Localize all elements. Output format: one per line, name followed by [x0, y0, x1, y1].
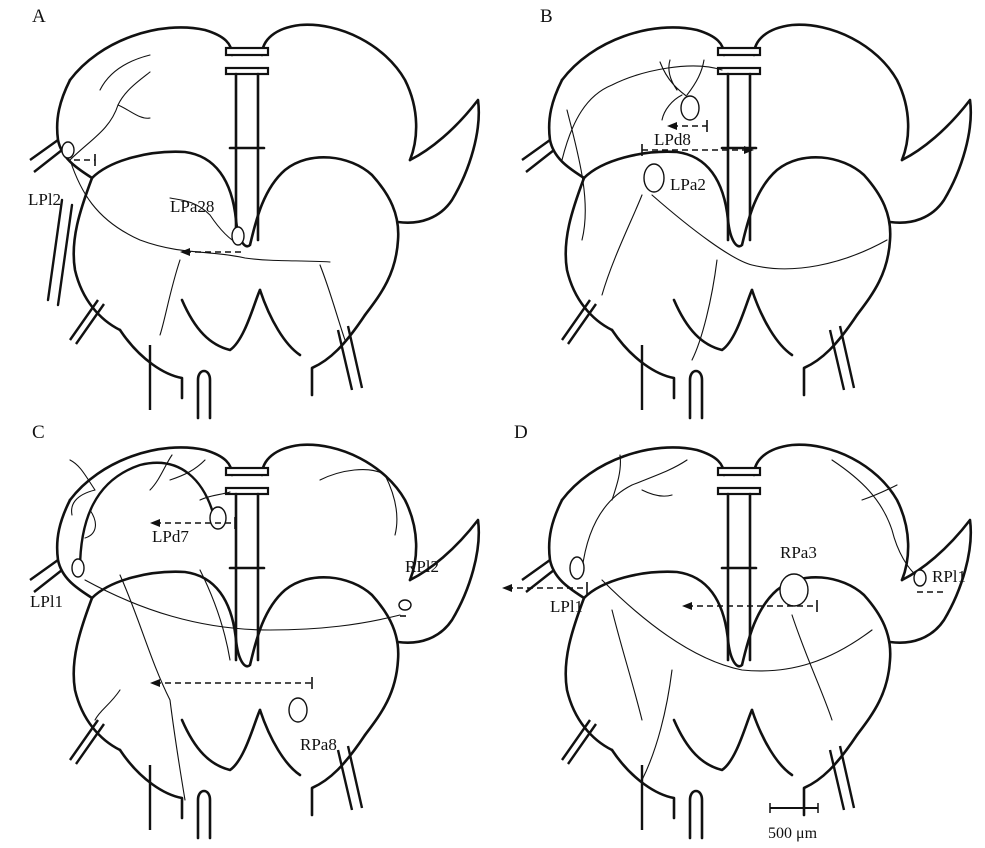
- scale-bar: 500 μm: [768, 803, 818, 842]
- label-lpd8: LPd8: [654, 130, 691, 149]
- label-lpa28: LPa28: [170, 197, 214, 216]
- panel-letter-c: C: [32, 422, 45, 443]
- label-rpa3: RPa3: [780, 543, 817, 562]
- panel-letter-d: D: [514, 422, 528, 443]
- panel-d: D LPl1 RPa3 RPl1: [502, 422, 971, 838]
- label-lpa2: LPa2: [670, 175, 706, 194]
- label-rpa8: RPa8: [300, 735, 337, 754]
- label-lpl2: LPl2: [28, 190, 61, 209]
- label-lpl1-c: LPl1: [30, 592, 63, 611]
- panel-c: C LPl1 LPd7 RPl2 RPa8: [30, 422, 479, 838]
- panel-letter-a: A: [32, 6, 46, 27]
- panel-a: A LPl2 LPa28: [28, 6, 479, 418]
- label-lpl1-d: LPl1: [550, 597, 583, 616]
- label-rpl1: RPl1: [932, 567, 966, 586]
- label-rpl2: RPl2: [405, 557, 439, 576]
- panel-letter-b: B: [540, 6, 553, 27]
- scale-bar-label: 500 μm: [768, 825, 818, 842]
- label-lpd7: LPd7: [152, 527, 189, 546]
- panel-b: B LPd8 LPa2: [522, 6, 971, 418]
